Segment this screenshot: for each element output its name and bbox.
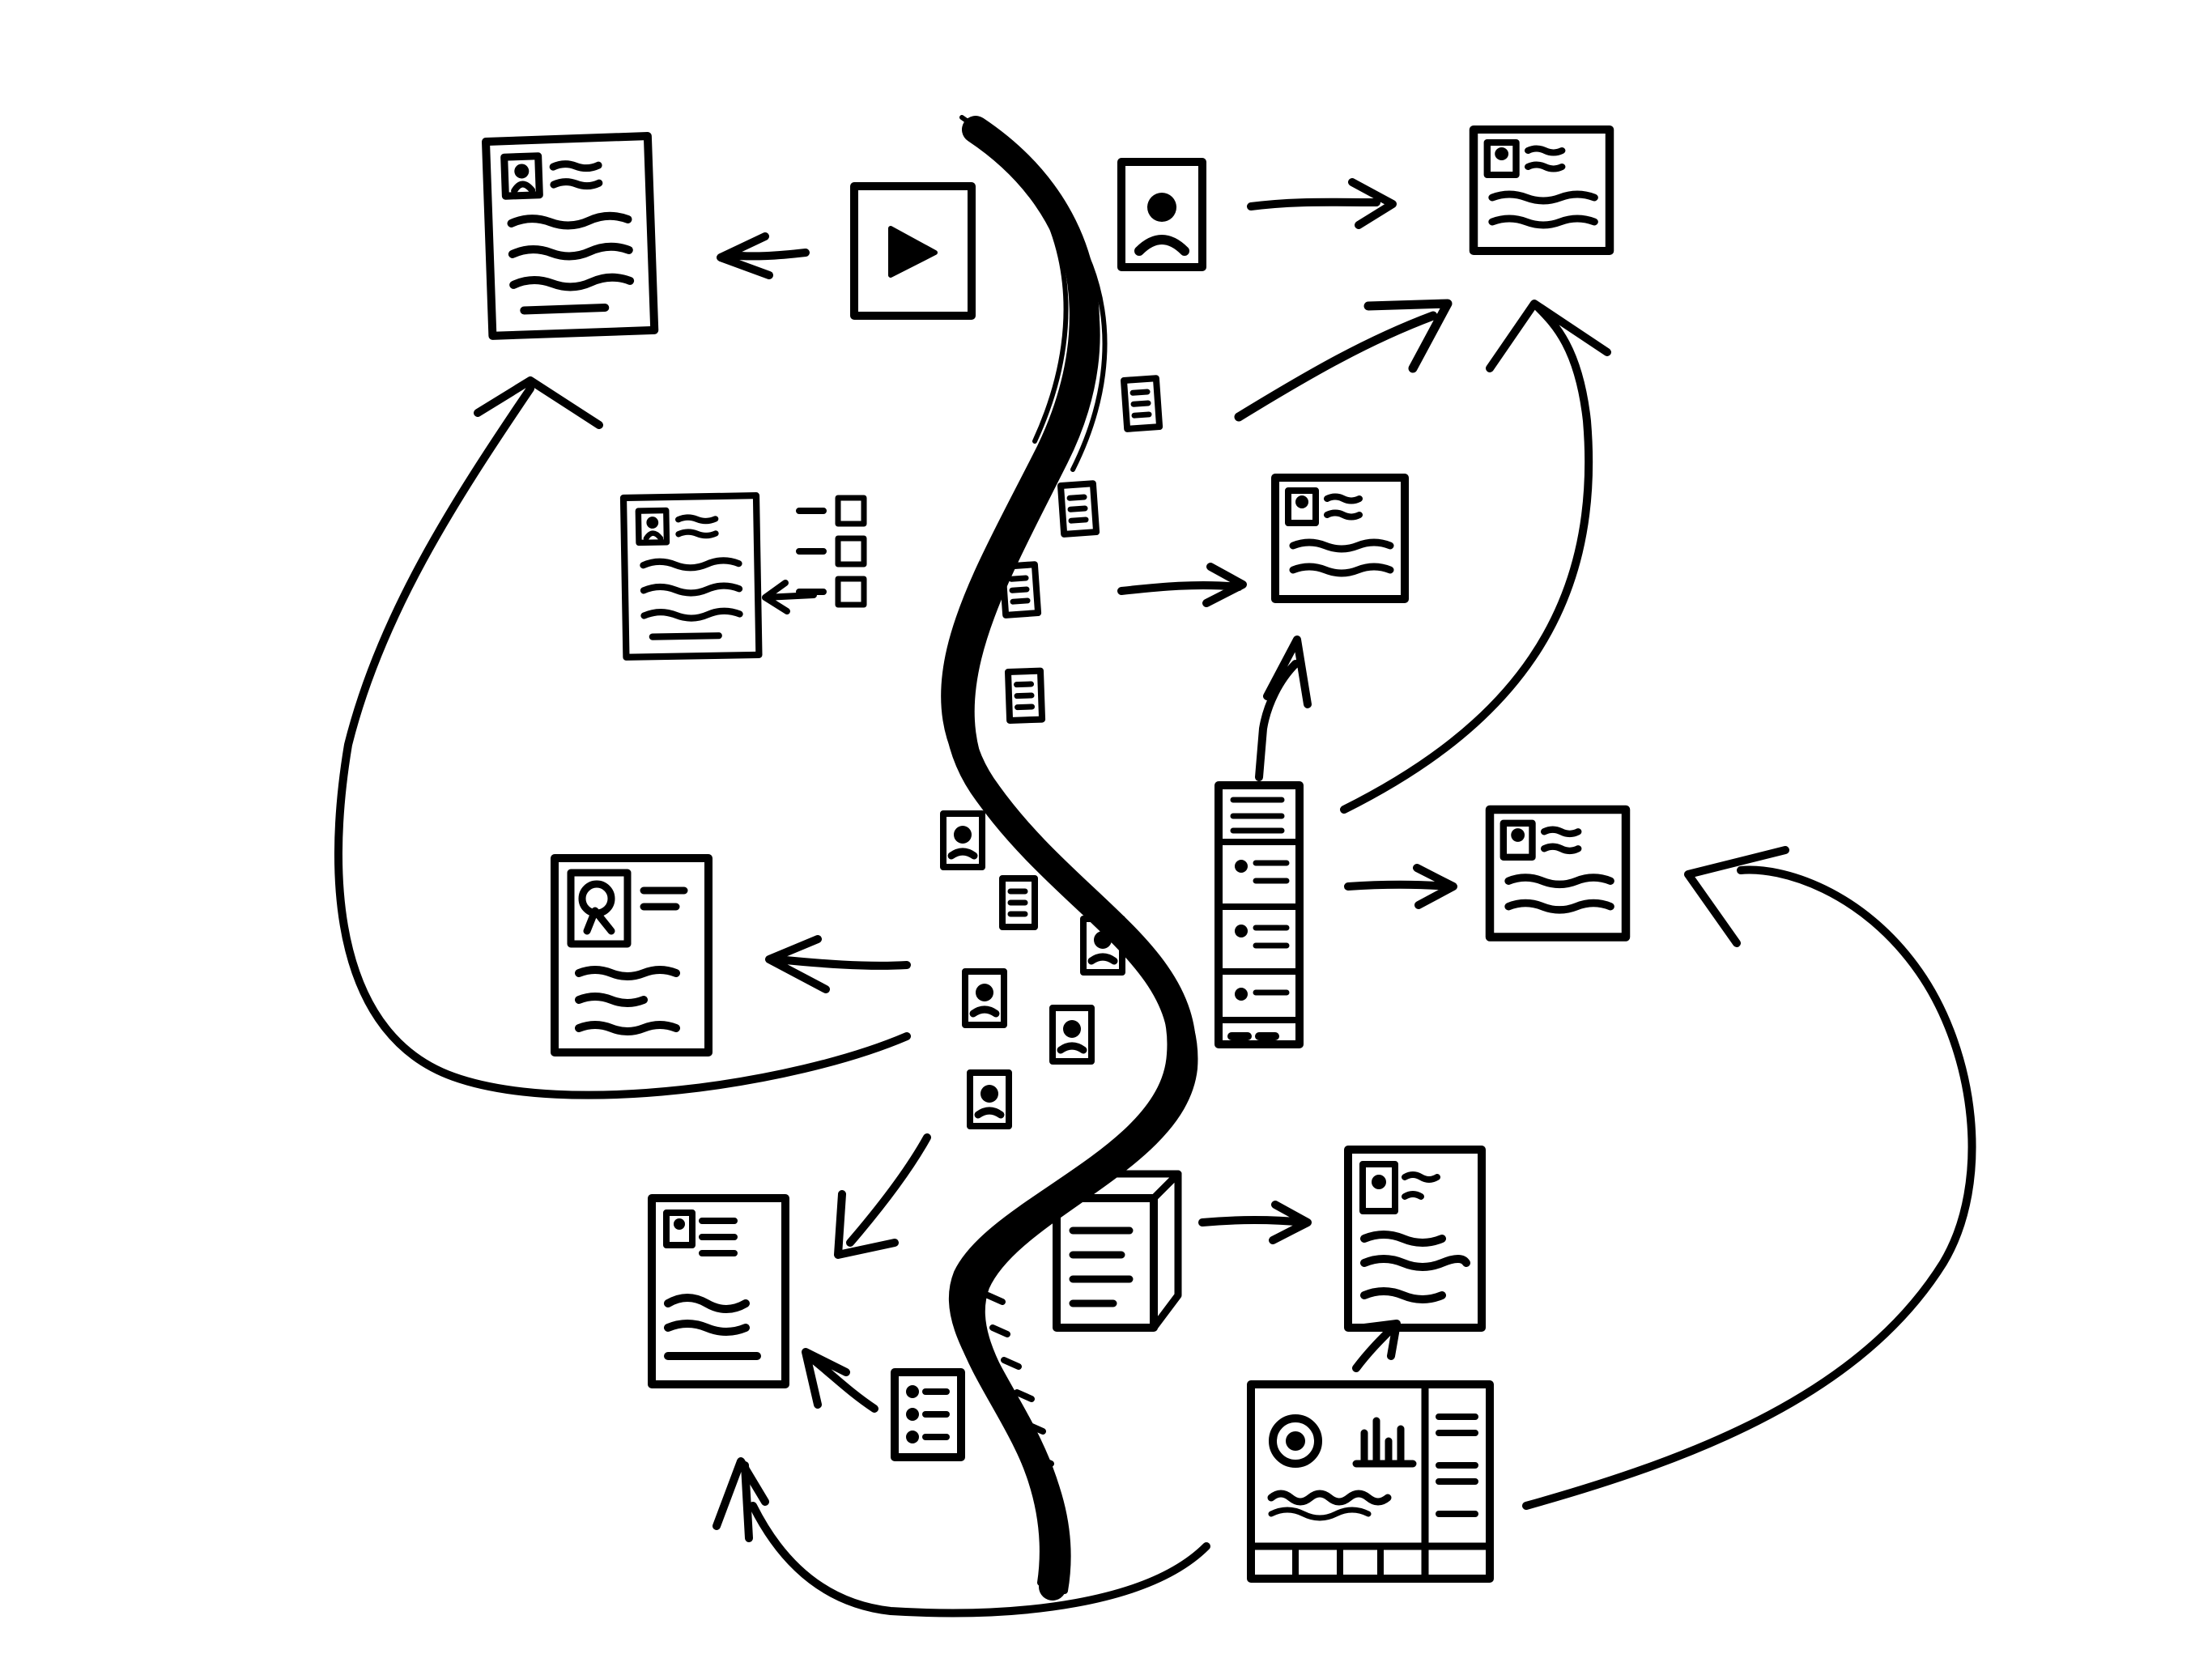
- flow-arrow: [1247, 178, 1397, 229]
- flow-arrow: [834, 1133, 931, 1259]
- photo-card-icon: [1117, 158, 1206, 271]
- flow-arrow: [1234, 299, 1453, 422]
- document-page-icon: [551, 854, 713, 1056]
- flow-arrow: [713, 1457, 1210, 1618]
- icon-grid: [796, 495, 867, 608]
- list-card-icon: [1061, 483, 1096, 534]
- dashboard-icon: [1247, 1380, 1494, 1583]
- document-page-icon: [1474, 130, 1610, 251]
- flow-arrow: [1117, 563, 1247, 607]
- photo-card-icon: [1053, 1008, 1091, 1061]
- document-page-icon: [648, 1194, 789, 1388]
- flow-arrow: [334, 376, 911, 1099]
- flow-arrow: [1522, 846, 1976, 1510]
- video-play-icon: [850, 182, 976, 320]
- photo-card-icon: [943, 814, 982, 867]
- stack-card-icon: [1053, 1170, 1182, 1332]
- document-page-icon: [1490, 810, 1626, 937]
- flow-arrow: [1340, 300, 1611, 814]
- flow-arrow: [802, 1348, 878, 1413]
- flow-arrow: [717, 232, 810, 279]
- flow-arrow: [1352, 1320, 1401, 1372]
- feed-column-icon: [1214, 781, 1304, 1048]
- document-page-icon: [623, 495, 759, 657]
- document-page-icon: [1275, 478, 1405, 599]
- flow-arrow: [762, 580, 817, 614]
- flow-arrow: [741, 1461, 753, 1542]
- list-card-icon: [1002, 878, 1035, 927]
- document-page-icon: [1344, 1146, 1486, 1332]
- flow-arrow: [1255, 636, 1312, 781]
- photo-card-icon: [970, 1073, 1009, 1126]
- photo-card-icon: [965, 971, 1004, 1025]
- list-card-icon: [1008, 671, 1042, 721]
- document-page-icon: [486, 136, 654, 336]
- flow-arrow: [1344, 864, 1457, 909]
- list-card-icon: [891, 1368, 965, 1461]
- flow-arrow: [765, 935, 911, 993]
- flow-arrow: [1198, 1201, 1312, 1244]
- list-card-icon: [1124, 378, 1159, 429]
